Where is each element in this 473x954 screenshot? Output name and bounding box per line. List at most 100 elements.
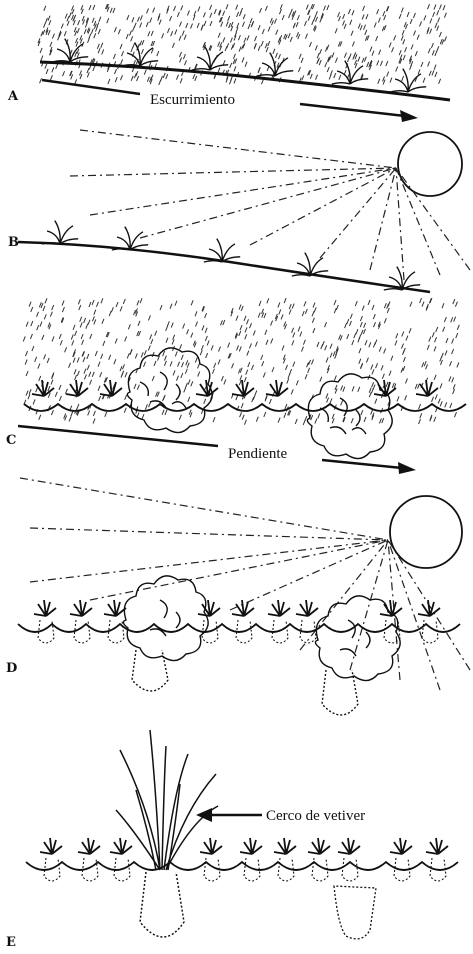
- raindrop: [228, 16, 230, 21]
- raindrop: [109, 355, 111, 360]
- raindrop: [453, 389, 455, 394]
- raindrop: [402, 76, 404, 81]
- raindrop: [166, 74, 168, 79]
- raindrop: [91, 29, 93, 34]
- raindrop: [43, 30, 45, 35]
- raindrop: [330, 344, 332, 349]
- raindrop: [260, 8, 262, 13]
- raindrop: [427, 4, 429, 9]
- raindrop: [377, 9, 379, 14]
- raindrop: [52, 336, 54, 341]
- raindrop: [298, 326, 300, 331]
- raindrop: [93, 5, 95, 10]
- raindrop: [245, 62, 247, 67]
- raindrop: [293, 332, 295, 337]
- raindrop: [313, 303, 315, 308]
- raindrop: [372, 369, 374, 374]
- raindrop: [196, 322, 198, 327]
- raindrop: [103, 341, 105, 346]
- raindrop: [185, 369, 187, 374]
- raindrop: [258, 46, 260, 51]
- raindrop: [198, 363, 200, 368]
- raindrop: [173, 370, 175, 375]
- crop-plant-icon: [268, 600, 290, 616]
- raindrop: [364, 57, 366, 62]
- raindrop: [30, 334, 32, 339]
- raindrop: [293, 362, 295, 367]
- raindrop: [74, 369, 76, 374]
- raindrop: [94, 33, 96, 38]
- raindrop: [140, 41, 142, 46]
- panel-e: Cerco de vetiver E: [6, 730, 458, 950]
- raindrop: [289, 13, 291, 18]
- raindrop: [278, 302, 280, 307]
- raindrop: [29, 389, 31, 394]
- raindrop: [352, 10, 354, 15]
- raindrop: [195, 76, 197, 81]
- raindrop: [298, 34, 300, 39]
- raindrop: [84, 318, 86, 323]
- raindrop: [373, 322, 375, 327]
- raindrop: [271, 20, 273, 25]
- raindrop: [237, 345, 239, 350]
- raindrop: [334, 300, 336, 305]
- raindrop: [452, 377, 454, 382]
- raindrop: [162, 410, 164, 415]
- raindrop: [310, 74, 312, 79]
- raindrop: [419, 419, 421, 424]
- raindrop: [238, 368, 240, 373]
- raindrop: [305, 374, 307, 379]
- raindrop: [345, 323, 347, 328]
- raindrop: [77, 371, 79, 376]
- raindrop: [191, 333, 193, 338]
- shrub-icon: [307, 374, 392, 459]
- raindrop: [96, 302, 98, 307]
- raindrop: [303, 420, 305, 425]
- raindrop: [437, 46, 439, 51]
- raindrop: [267, 298, 269, 303]
- raindrop: [92, 300, 94, 305]
- raindrop: [82, 340, 84, 345]
- crop-plant-icon: [112, 227, 148, 250]
- soil-deposit: [334, 886, 376, 939]
- raindrop: [384, 348, 386, 353]
- sun-ray: [30, 528, 388, 540]
- raindrop: [359, 359, 361, 364]
- panel-label-c: C: [6, 433, 16, 448]
- crop-plant-icon: [232, 380, 254, 396]
- raindrop: [151, 31, 153, 36]
- raindrop: [305, 34, 307, 39]
- crop-plant-icon: [40, 838, 62, 854]
- sun-rays: [70, 130, 470, 280]
- terraced-ground: [18, 624, 460, 632]
- raindrop: [306, 5, 308, 10]
- raindrop: [163, 351, 165, 356]
- raindrop: [230, 38, 232, 43]
- raindrop: [187, 10, 189, 15]
- raindrop: [98, 362, 100, 367]
- raindrop: [145, 404, 147, 409]
- raindrop: [240, 412, 242, 417]
- raindrop: [440, 360, 442, 365]
- raindrop: [39, 376, 41, 381]
- raindrop: [288, 374, 290, 379]
- raindrop: [247, 35, 249, 40]
- raindrop: [195, 311, 197, 316]
- raindrop: [434, 346, 436, 351]
- raindrop: [218, 359, 220, 364]
- raindrop: [239, 346, 241, 351]
- raindrop: [403, 348, 405, 353]
- raindrop: [38, 364, 40, 369]
- raindrop: [317, 53, 319, 58]
- raindrop: [266, 47, 268, 52]
- raindrop: [92, 18, 94, 23]
- raindrop: [47, 358, 49, 363]
- raindrop: [355, 301, 357, 306]
- raindrop: [120, 44, 122, 49]
- raindrop: [338, 16, 340, 21]
- raindrop: [444, 317, 446, 322]
- raindrop: [193, 74, 195, 79]
- raindrop: [326, 357, 328, 362]
- rain-icon: [38, 4, 447, 85]
- arrow-icon: [300, 104, 405, 116]
